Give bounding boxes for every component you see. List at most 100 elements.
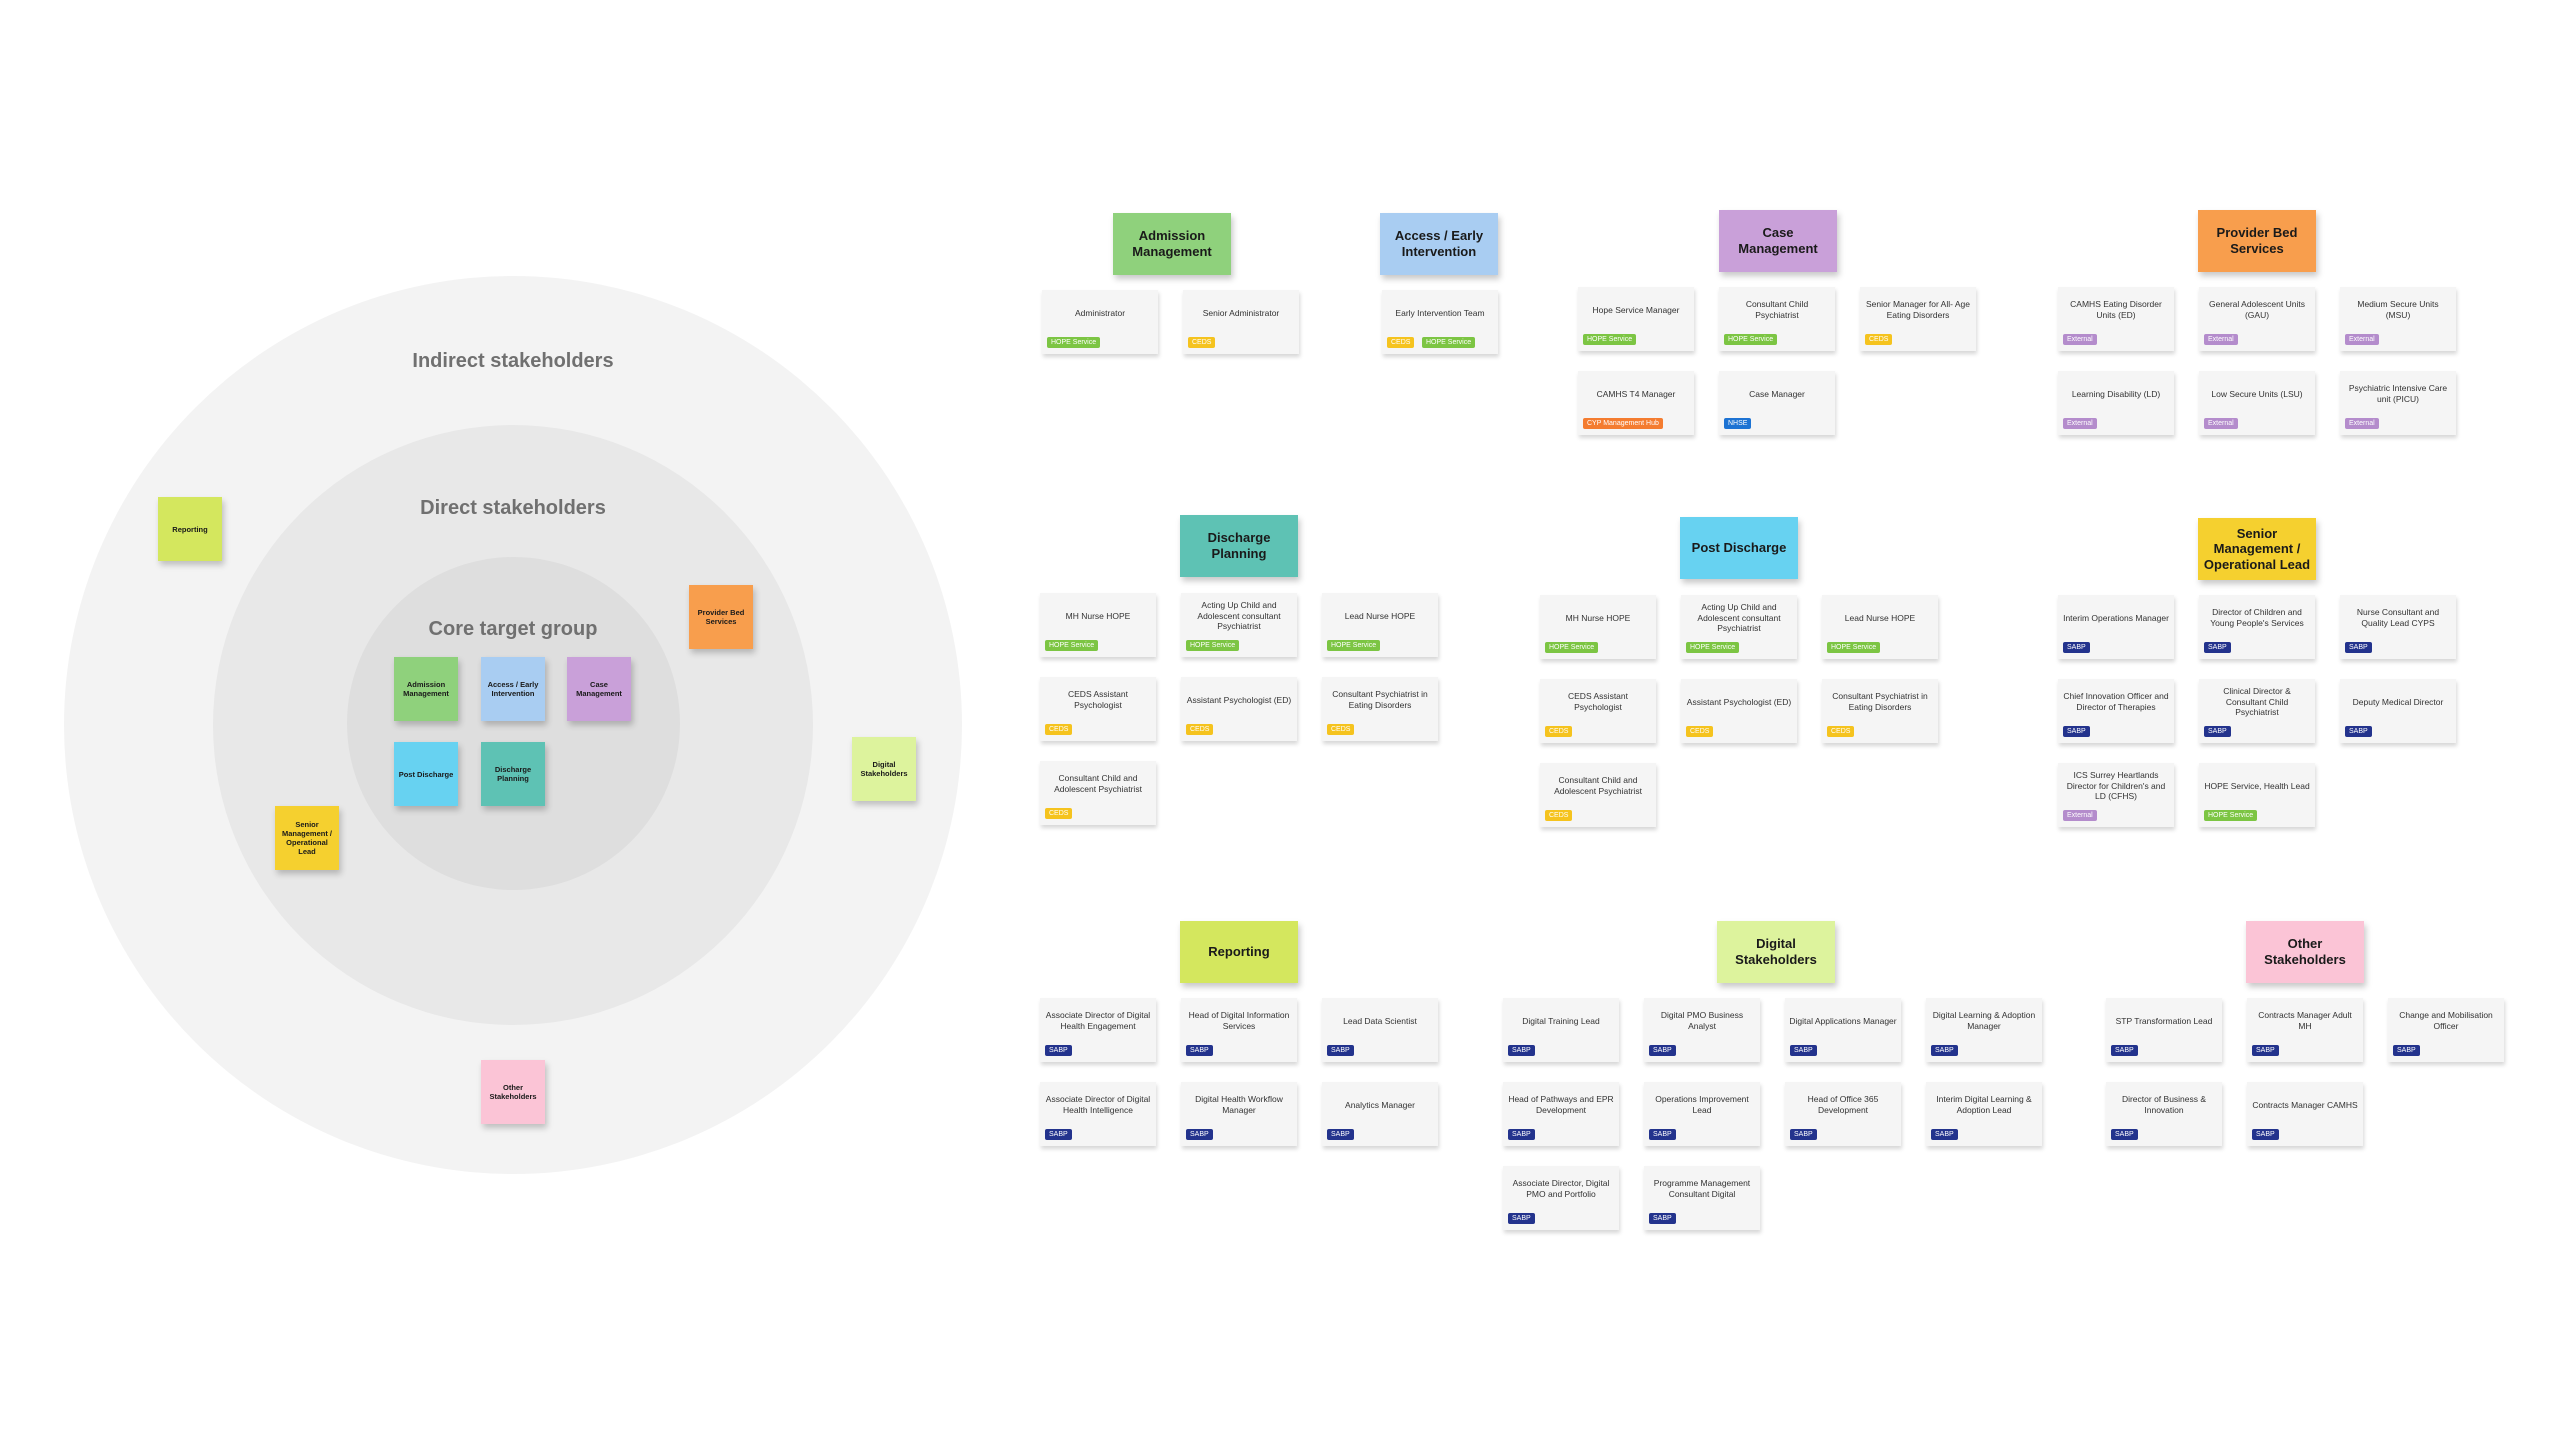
organisation-tag: HOPE Service	[2204, 810, 2258, 821]
role-card[interactable]: Chief Innovation Officer and Director of…	[2058, 679, 2174, 743]
role-card[interactable]: Interim Digital Learning & Adoption Lead…	[1926, 1082, 2042, 1146]
group-header-post[interactable]: Post Discharge	[1680, 517, 1798, 579]
role-card[interactable]: Consultant Child and Adolescent Psychiat…	[1040, 761, 1156, 825]
sticky-reporting[interactable]: Reporting	[158, 497, 222, 561]
group-header-senior[interactable]: Senior Management / Operational Lead	[2198, 518, 2316, 580]
role-card[interactable]: Consultant Psychiatrist in Eating Disord…	[1822, 679, 1938, 743]
organisation-tag: HOPE Service	[1583, 334, 1637, 345]
group-header-provider[interactable]: Provider Bed Services	[2198, 210, 2316, 272]
sticky-digital-stakeholders[interactable]: Digital Stakeholders	[852, 737, 916, 801]
organisation-tag: SABP	[2252, 1045, 2279, 1056]
role-title: Interim Operations Manager	[2063, 612, 2169, 623]
sticky-access-early-intervention[interactable]: Access / Early Intervention	[481, 657, 545, 721]
role-card[interactable]: ICS Surrey Heartlands Director for Child…	[2058, 763, 2174, 827]
role-card[interactable]: Senior Manager for All- Age Eating Disor…	[1860, 287, 1976, 351]
sticky-post-discharge[interactable]: Post Discharge	[394, 742, 458, 806]
role-title: Associate Director of Digital Health Int…	[1045, 1094, 1151, 1115]
role-title: Medium Secure Units (MSU)	[2357, 299, 2439, 320]
direct-stakeholders-label: Direct stakeholders	[420, 497, 606, 519]
role-card[interactable]: CAMHS Eating Disorder Units (ED)External	[2058, 287, 2174, 351]
role-card[interactable]: General Adolescent Units (GAU)External	[2199, 287, 2315, 351]
role-title: Digital Learning & Adoption Manager	[1932, 1010, 2036, 1031]
role-card[interactable]: Acting Up Child and Adolescent consultan…	[1181, 593, 1297, 657]
role-title: Assistant Psychologist (ED)	[1186, 694, 1292, 705]
organisation-tag: SABP	[1931, 1045, 1958, 1056]
role-title: MH Nurse HOPE	[1565, 612, 1631, 623]
organisation-tag: HOPE Service	[1422, 337, 1476, 348]
role-card[interactable]: Director of Children and Young People's …	[2199, 595, 2315, 659]
role-card[interactable]: Assistant Psychologist (ED)CEDS	[1681, 679, 1797, 743]
role-title: Deputy Medical Director	[2352, 696, 2444, 707]
sticky-provider-bed-services[interactable]: Provider Bed Services	[689, 585, 753, 649]
organisation-tag: HOPE Service	[1827, 642, 1881, 653]
group-header-discharge[interactable]: Discharge Planning	[1180, 515, 1298, 577]
sticky-discharge-planning[interactable]: Discharge Planning	[481, 742, 545, 806]
group-header-reporting[interactable]: Reporting	[1180, 921, 1298, 983]
sticky-other-stakeholders[interactable]: Other Stakeholders	[481, 1060, 545, 1124]
role-card[interactable]: Acting Up Child and Adolescent consultan…	[1681, 595, 1797, 659]
indirect-stakeholders-label: Indirect stakeholders	[412, 350, 614, 372]
sticky-admission-management[interactable]: Admission Management	[394, 657, 458, 721]
role-card[interactable]: Associate Director of Digital Health Int…	[1040, 1082, 1156, 1146]
organisation-tag: External	[2204, 418, 2238, 429]
group-header-access[interactable]: Access / Early Intervention	[1380, 213, 1498, 275]
sticky-case-management[interactable]: Case Management	[567, 657, 631, 721]
role-title: Learning Disability (LD)	[2071, 388, 2161, 399]
role-card[interactable]: Low Secure Units (LSU)External	[2199, 371, 2315, 435]
organisation-tag: SABP	[1931, 1129, 1958, 1140]
role-card[interactable]: Assistant Psychologist (ED)CEDS	[1181, 677, 1297, 741]
group-header-admission[interactable]: Admission Management	[1113, 213, 1231, 275]
role-card[interactable]: Associate Director of Digital Health Eng…	[1040, 998, 1156, 1062]
group-header-case[interactable]: Case Management	[1719, 210, 1837, 272]
role-card[interactable]: Clinical Director & Consultant Child Psy…	[2199, 679, 2315, 743]
group-header-digital[interactable]: Digital Stakeholders	[1717, 921, 1835, 983]
sticky-senior-management[interactable]: Senior Management / Operational Lead	[275, 806, 339, 870]
role-card[interactable]: Consultant Psychiatrist in Eating Disord…	[1322, 677, 1438, 741]
role-card[interactable]: Associate Director, Digital PMO and Port…	[1503, 1166, 1619, 1230]
organisation-tag: SABP	[1508, 1213, 1535, 1224]
organisation-tag: SABP	[1327, 1129, 1354, 1140]
organisation-tag: SABP	[1327, 1045, 1354, 1056]
group-header-other[interactable]: Other Stakeholders	[2246, 921, 2364, 983]
organisation-tag: SABP	[2252, 1129, 2279, 1140]
role-card[interactable]: Psychiatric Intensive Care unit (PICU)Ex…	[2340, 371, 2456, 435]
role-card[interactable]: Learning Disability (LD)External	[2058, 371, 2174, 435]
role-card[interactable]: Medium Secure Units (MSU)External	[2340, 287, 2456, 351]
role-card[interactable]: Consultant Child and Adolescent Psychiat…	[1540, 763, 1656, 827]
ring-core	[347, 557, 680, 890]
